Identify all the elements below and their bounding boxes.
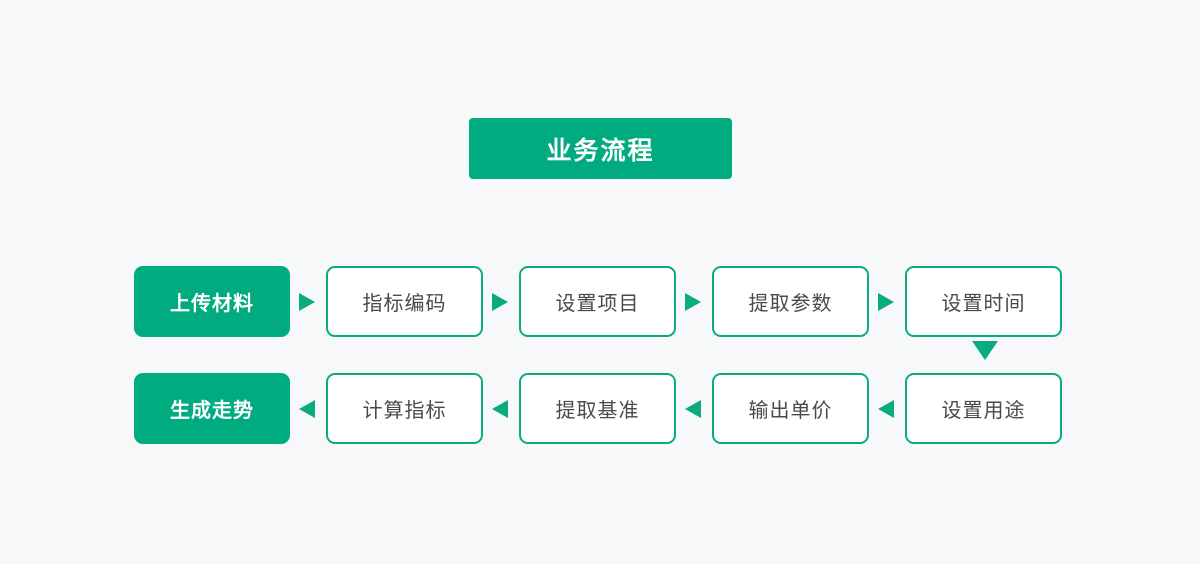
flow-node-set-time[interactable]: 设置时间 [905, 266, 1062, 337]
flow-node-label: 设置项目 [555, 293, 640, 315]
flow-node-label: 输出单价 [748, 400, 833, 422]
arrow-down-icon [972, 341, 998, 360]
flow-node-set-project[interactable]: 设置项目 [519, 266, 676, 337]
flow-node-label: 设置时间 [941, 293, 1026, 315]
arrow-left-icon [685, 400, 701, 418]
flow-node-extract-baseline[interactable]: 提取基准 [519, 373, 676, 444]
flowchart-title-text: 业务流程 [546, 136, 655, 165]
flow-node-label: 提取参数 [748, 293, 833, 315]
flow-node-label: 计算指标 [362, 400, 447, 422]
arrow-left-icon [878, 400, 894, 418]
flow-node-indicator-coding[interactable]: 指标编码 [326, 266, 483, 337]
arrow-left-icon [299, 400, 315, 418]
flow-node-label: 上传材料 [170, 293, 254, 315]
flow-node-set-usage[interactable]: 设置用途 [905, 373, 1062, 444]
flow-node-calculate-indicator[interactable]: 计算指标 [326, 373, 483, 444]
flow-node-upload-material[interactable]: 上传材料 [134, 266, 290, 337]
flow-node-extract-parameters[interactable]: 提取参数 [712, 266, 869, 337]
flow-row-2: 生成走势 计算指标 提取基准 输出单价 设置用途 [0, 373, 1200, 444]
flow-node-output-unit-price[interactable]: 输出单价 [712, 373, 869, 444]
flow-row-1: 上传材料 指标编码 设置项目 提取参数 设置时间 [0, 266, 1200, 337]
arrow-right-icon [299, 293, 315, 311]
arrow-right-icon [492, 293, 508, 311]
flow-node-label: 指标编码 [362, 293, 447, 315]
arrow-right-icon [685, 293, 701, 311]
arrow-right-icon [878, 293, 894, 311]
flow-node-label: 设置用途 [941, 400, 1026, 422]
flowchart-title-banner: 业务流程 [469, 118, 732, 179]
flow-node-label: 生成走势 [170, 400, 254, 422]
arrow-left-icon [492, 400, 508, 418]
flow-node-label: 提取基准 [555, 400, 640, 422]
flow-node-generate-trend[interactable]: 生成走势 [134, 373, 290, 444]
